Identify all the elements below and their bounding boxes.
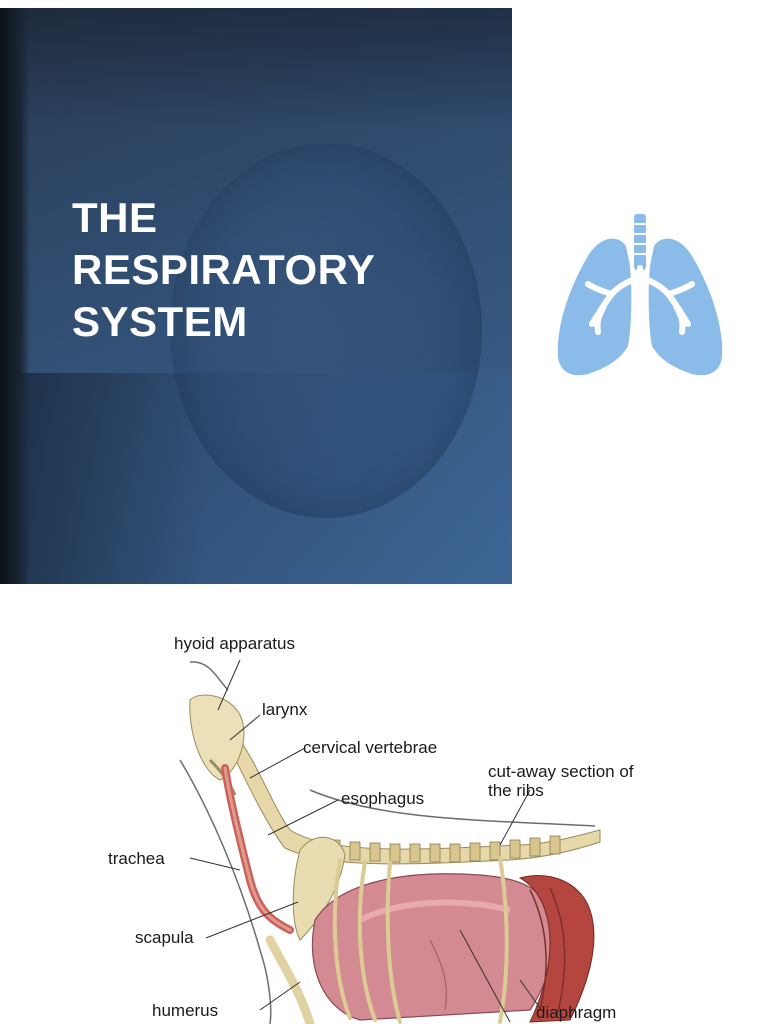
respiratory-anatomy-diagram: hyoid apparatus larynx cervical vertebra… [100, 620, 660, 1024]
slide-dark-edge [0, 8, 30, 584]
slide-title-line-3: SYSTEM [72, 298, 248, 345]
slide-title-line-1: THE [72, 194, 158, 241]
slide-top-shade [0, 8, 512, 128]
label-diaphragm: diaphragm [536, 1003, 617, 1022]
label-esophagus: esophagus [341, 789, 425, 808]
label-larynx: larynx [262, 700, 308, 719]
lungs-icon [548, 206, 732, 390]
label-trachea: trachea [108, 849, 165, 868]
title-slide: THE RESPIRATORY SYSTEM [0, 8, 512, 584]
label-cervical-vertebrae: cervical vertebrae [303, 738, 438, 757]
slide-title: THE RESPIRATORY SYSTEM [72, 192, 492, 348]
anatomy-illustration [179, 659, 601, 1024]
slide-title-line-2: RESPIRATORY [72, 246, 376, 293]
label-humerus: humerus [152, 1001, 219, 1020]
label-hyoid-apparatus: hyoid apparatus [174, 634, 295, 653]
label-scapula: scapula [135, 928, 194, 947]
label-cut-away-section: cut-away section of the ribs [488, 762, 634, 800]
slide-lower-band [0, 373, 512, 584]
